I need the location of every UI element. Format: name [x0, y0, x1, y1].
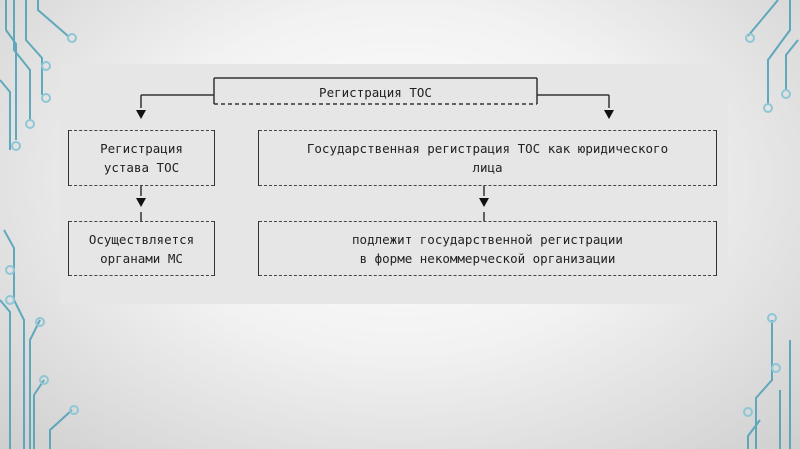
arrow-down-icon — [136, 198, 146, 207]
root-node: Регистрация ТОС — [214, 80, 537, 104]
left-level1-label: Регистрация устава ТОС — [100, 141, 183, 175]
arrow-down-icon — [604, 110, 614, 119]
root-label: Регистрация ТОС — [319, 84, 432, 100]
arrow-down-icon — [479, 198, 489, 207]
right-level1-label: Государственная регистрация ТОС как юрид… — [306, 141, 669, 175]
left-level2-label: Осуществляется органами МС — [88, 231, 195, 266]
diagram-panel — [60, 64, 728, 304]
right-level1-node: Государственная регистрация ТОС как юрид… — [258, 130, 717, 186]
left-level1-node: Регистрация устава ТОС — [68, 130, 215, 186]
arrow-down-icon — [136, 110, 146, 119]
right-level2-node: подлежит государственной регистрации в ф… — [258, 221, 717, 276]
right-level2-label: подлежит государственной регистрации в ф… — [352, 231, 623, 266]
left-level2-node: Осуществляется органами МС — [68, 221, 215, 276]
